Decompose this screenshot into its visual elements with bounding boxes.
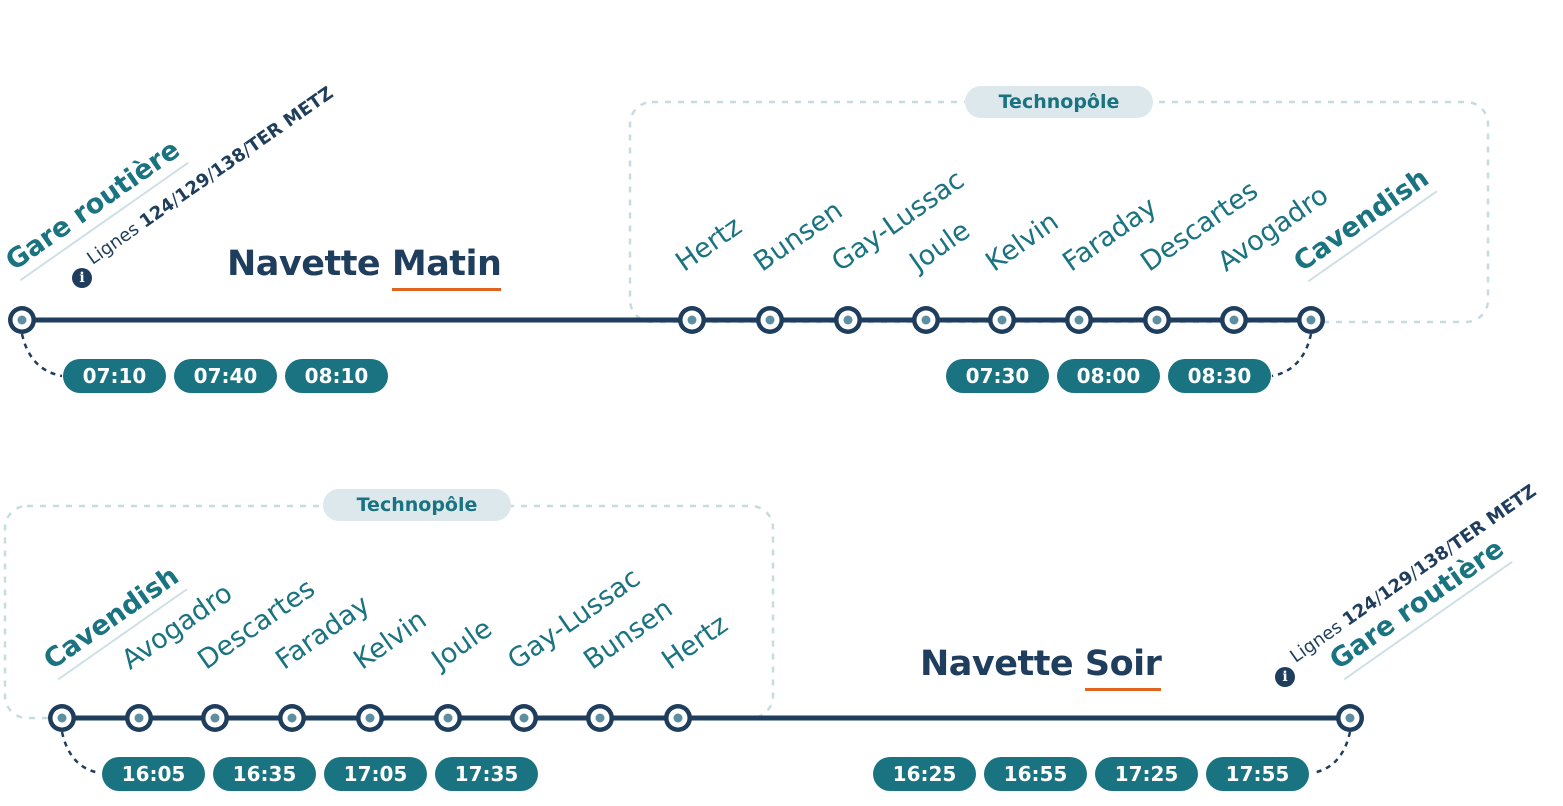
departure-chip: 17:35 — [435, 757, 538, 791]
title-evening-prefix: Navette — [920, 644, 1074, 684]
stop-marker — [586, 704, 614, 732]
stop-marker — [1297, 306, 1325, 334]
departure-chip: 16:25 — [873, 757, 976, 791]
connector-morning-right — [1271, 333, 1313, 378]
stop-marker — [510, 704, 538, 732]
stop-marker — [1065, 306, 1093, 334]
departure-chip: 08:10 — [285, 359, 388, 393]
connector-morning-left — [20, 333, 63, 378]
stop-marker — [1336, 704, 1364, 732]
stop-marker — [201, 704, 229, 732]
title-morning-accent: Matin — [391, 244, 502, 284]
departure-chip: 17:55 — [1206, 757, 1309, 791]
info-icon: i — [72, 268, 92, 288]
zone-label-morning: Technopôle — [965, 86, 1153, 118]
departure-chip: 08:00 — [1057, 359, 1160, 393]
stop-marker — [756, 306, 784, 334]
departure-chip: 17:25 — [1095, 757, 1198, 791]
title-evening: Navette Soir — [920, 644, 1162, 684]
departure-chip: 07:10 — [63, 359, 166, 393]
stop-marker — [988, 306, 1016, 334]
connector-evening-right — [1311, 731, 1352, 775]
stop-marker — [834, 306, 862, 334]
departure-chip: 17:05 — [324, 757, 427, 791]
connector-evening-left — [60, 731, 101, 775]
departure-chip: 16:55 — [984, 757, 1087, 791]
stop-marker — [1220, 306, 1248, 334]
stop-marker — [356, 704, 384, 732]
stop-marker — [678, 306, 706, 334]
stop-marker — [125, 704, 153, 732]
stop-marker — [664, 704, 692, 732]
title-morning-prefix: Navette — [227, 244, 381, 284]
title-morning: Navette Matin — [227, 244, 502, 284]
zone-label-evening: Technopôle — [323, 489, 511, 521]
title-evening-accent: Soir — [1084, 644, 1162, 684]
stop-marker — [912, 306, 940, 334]
departure-chip: 07:30 — [946, 359, 1049, 393]
stop-marker — [48, 704, 76, 732]
departure-chip: 08:30 — [1168, 359, 1271, 393]
stop-marker — [278, 704, 306, 732]
info-icon: i — [1275, 667, 1295, 687]
departure-chip: 16:35 — [213, 757, 316, 791]
departure-chip: 07:40 — [174, 359, 277, 393]
stop-marker — [8, 306, 36, 334]
stop-marker — [434, 704, 462, 732]
stop-marker — [1143, 306, 1171, 334]
departure-chip: 16:05 — [102, 757, 205, 791]
